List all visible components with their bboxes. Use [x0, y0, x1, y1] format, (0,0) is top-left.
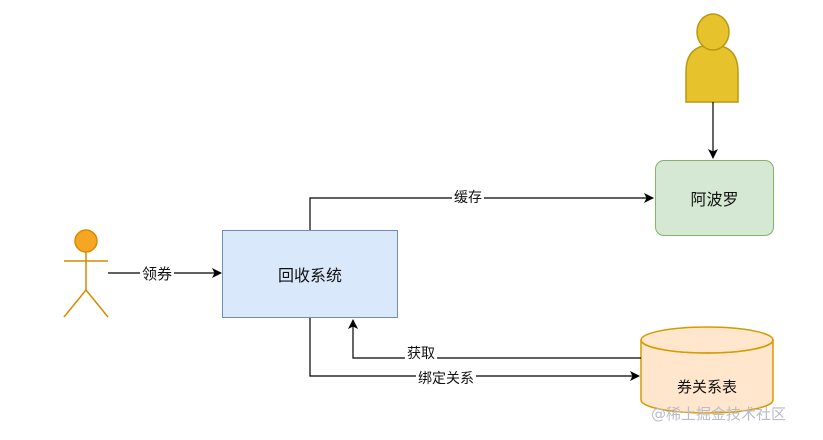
apollo-node: 阿波罗 — [655, 160, 774, 236]
coupon-table-label: 券关系表 — [676, 378, 737, 396]
edge-label-cache: 缓存 — [452, 190, 484, 206]
edge-label-claim: 领券 — [140, 265, 175, 283]
edge-bind — [309, 318, 640, 381]
apollo-label: 阿波罗 — [690, 190, 739, 209]
user-silhouette-icon — [685, 13, 739, 103]
edge-cache — [309, 193, 654, 230]
edge-label-fetch: 获取 — [405, 346, 437, 362]
recycle-system-label: 回收系统 — [277, 266, 342, 285]
edge-fetch — [348, 319, 641, 359]
stick-figure-actor-icon — [63, 229, 109, 318]
edge-label-bind: 绑定关系 — [416, 371, 476, 387]
database-cylinder-icon — [640, 326, 774, 414]
recycle-system-node: 回收系统 — [222, 230, 398, 318]
watermark: @稀土掘金技术社区 — [651, 405, 787, 423]
